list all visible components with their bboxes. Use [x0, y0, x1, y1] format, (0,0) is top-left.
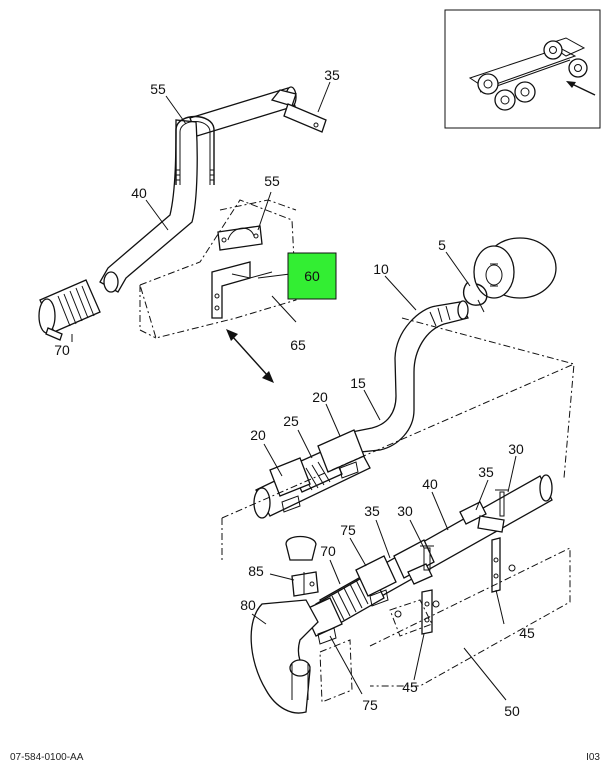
brackets-45 [421, 537, 516, 635]
callout-10: 10 [373, 261, 389, 277]
leader-lines [71, 81, 517, 701]
connection-arrow [226, 329, 274, 383]
callout-70: 70 [54, 342, 70, 358]
callout-65: 65 [290, 337, 306, 353]
callout-70: 70 [320, 543, 336, 559]
callout-35: 35 [324, 67, 340, 83]
u-bolt-clamp-55 [175, 115, 215, 185]
elbow-pipe-80 [250, 599, 319, 714]
callout-15: 15 [350, 375, 366, 391]
callout-75: 75 [362, 697, 378, 713]
callout-80: 80 [240, 597, 256, 613]
clamp-55b [217, 225, 263, 251]
callout-labels: 55 35 40 55 60 70 65 10 5 15 20 25 20 30… [54, 67, 535, 719]
callout-20: 20 [250, 427, 266, 443]
vehicle-locator-inset [444, 9, 601, 129]
callout-60: 60 [304, 268, 320, 284]
callout-85: 85 [248, 563, 264, 579]
vehicle-chassis-icon [468, 37, 596, 111]
callout-5: 5 [438, 237, 446, 253]
callout-30: 30 [397, 503, 413, 519]
bolts-30 [420, 489, 509, 571]
callout-35: 35 [478, 464, 494, 480]
bracket-60 [211, 261, 273, 319]
callout-35: 35 [364, 503, 380, 519]
callout-75: 75 [340, 522, 356, 538]
turbo-housing [473, 237, 557, 299]
highlight-callout-60 [287, 252, 337, 300]
callout-20: 20 [312, 389, 328, 405]
section-outline-upper [221, 317, 575, 560]
callout-55: 55 [264, 173, 280, 189]
callout-45: 45 [402, 679, 418, 695]
drawing-code: 07-584-0100-AA [10, 752, 84, 763]
tailpipe-assembly [253, 429, 371, 519]
rain-cap-85 [285, 535, 319, 597]
callout-55: 55 [150, 81, 166, 97]
flex-pipe-15 [351, 300, 469, 453]
muffler-70a [38, 279, 101, 341]
v-band-clamp-5 [463, 281, 488, 313]
page-code: I03 [586, 752, 600, 763]
callout-50: 50 [504, 703, 520, 719]
callout-30: 30 [508, 441, 524, 457]
callout-45: 45 [519, 625, 535, 641]
clamps-35-lower [407, 501, 505, 585]
frame-outline-50 [319, 547, 571, 703]
callout-40: 40 [422, 476, 438, 492]
clamp-bracket-35a [270, 89, 327, 133]
callout-40: 40 [131, 185, 147, 201]
callout-25: 25 [283, 413, 299, 429]
upper-exhaust-pipe [99, 86, 297, 293]
